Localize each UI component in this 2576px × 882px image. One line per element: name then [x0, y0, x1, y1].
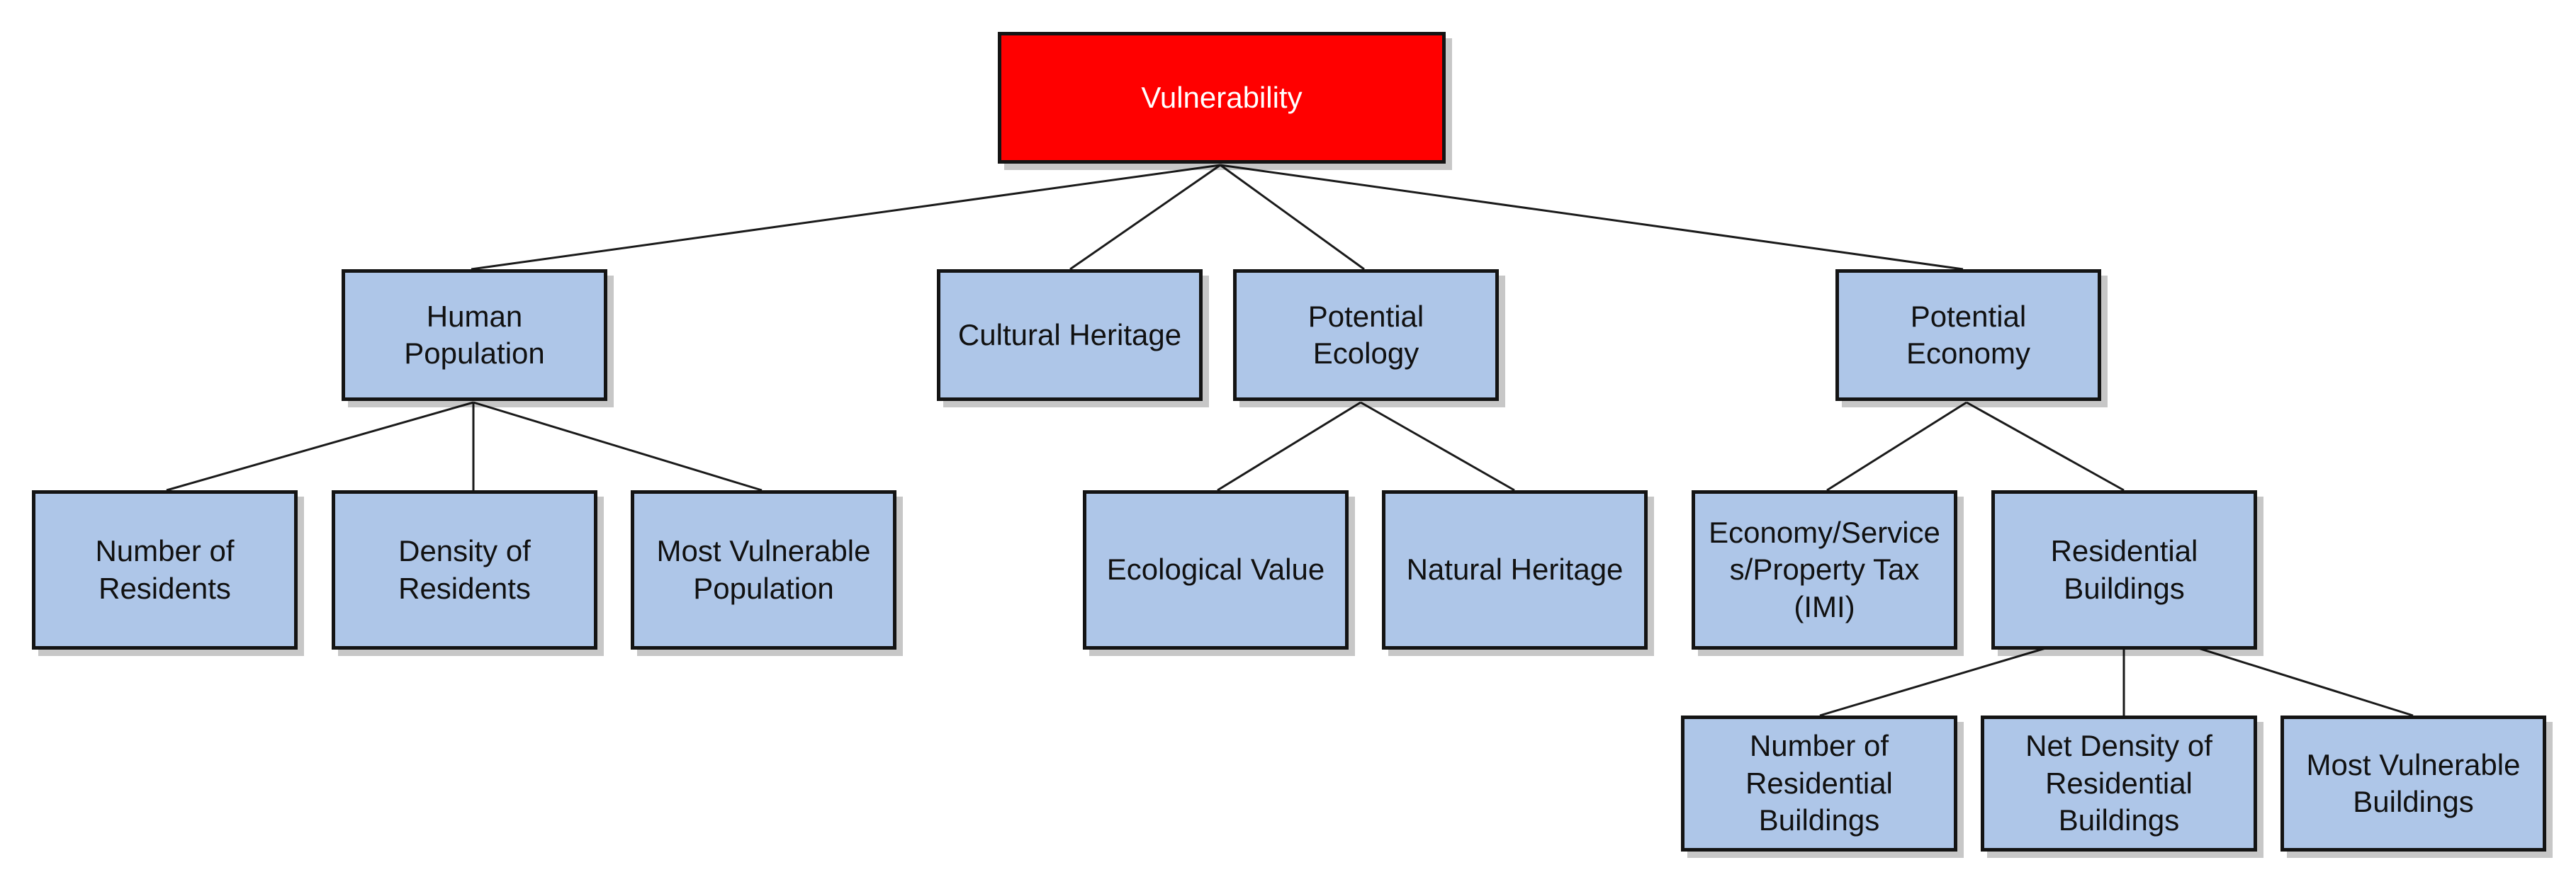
edge-root-cultural-heritage	[1069, 164, 1221, 271]
node-cultural-heritage: Cultural Heritage	[937, 269, 1203, 401]
node-label: Vulnerability	[1141, 80, 1303, 114]
node-label: Ecological Value	[1106, 553, 1325, 587]
edge-root-human-population	[471, 164, 1221, 271]
node-number-of-residents: Number of Residents	[32, 490, 298, 650]
node-label: Potential Economy	[1906, 299, 2031, 371]
node-economy-services-property-tax: Economy/Service s/Property Tax (IMI)	[1692, 490, 1957, 650]
edge-economy-economy-services	[1826, 401, 1967, 492]
node-label: Number of Residential Buildings	[1745, 729, 1893, 837]
edge-economy-residential-buildings	[1966, 401, 2125, 492]
node-net-density-of-residential-buildings: Net Density of Residential Buildings	[1981, 716, 2257, 852]
node-potential-economy: Potential Economy	[1835, 269, 2101, 401]
node-density-of-residents: Density of Residents	[332, 490, 597, 650]
node-residential-buildings: Residential Buildings	[1991, 490, 2257, 650]
node-label: Potential Ecology	[1307, 299, 1424, 371]
node-potential-ecology: Potential Ecology	[1233, 269, 1499, 401]
edge-root-potential-ecology	[1220, 164, 1365, 271]
edge-root-potential-economy	[1220, 164, 1964, 271]
node-label: Most Vulnerable Buildings	[2306, 747, 2521, 819]
node-number-of-residential-buildings: Number of Residential Buildings	[1681, 716, 1957, 852]
node-label: Cultural Heritage	[957, 317, 1182, 351]
edge-ecology-natural-heritage	[1360, 401, 1515, 492]
node-label: Net Density of Residential Buildings	[2025, 729, 2212, 837]
node-human-population: Human Population	[342, 269, 607, 401]
node-label: Natural Heritage	[1406, 553, 1624, 587]
edge-ecology-ecological-value	[1217, 401, 1361, 492]
node-most-vulnerable-buildings: Most Vulnerable Buildings	[2280, 716, 2546, 852]
node-label: Most Vulnerable Population	[656, 534, 871, 605]
node-most-vulnerable-population: Most Vulnerable Population	[631, 490, 896, 650]
edge-human-most-vulnerable-population	[473, 401, 763, 492]
node-label: Residential Buildings	[2050, 534, 2198, 605]
node-ecological-value: Ecological Value	[1083, 490, 1349, 650]
node-label: Density of Residents	[398, 534, 531, 605]
node-label: Number of Residents	[95, 534, 235, 605]
node-label: Economy/Service s/Property Tax (IMI)	[1709, 515, 1940, 623]
node-label: Human Population	[404, 299, 545, 371]
node-vulnerability: Vulnerability	[998, 32, 1446, 164]
node-natural-heritage: Natural Heritage	[1382, 490, 1648, 650]
edge-human-number-of-residents	[166, 401, 474, 492]
